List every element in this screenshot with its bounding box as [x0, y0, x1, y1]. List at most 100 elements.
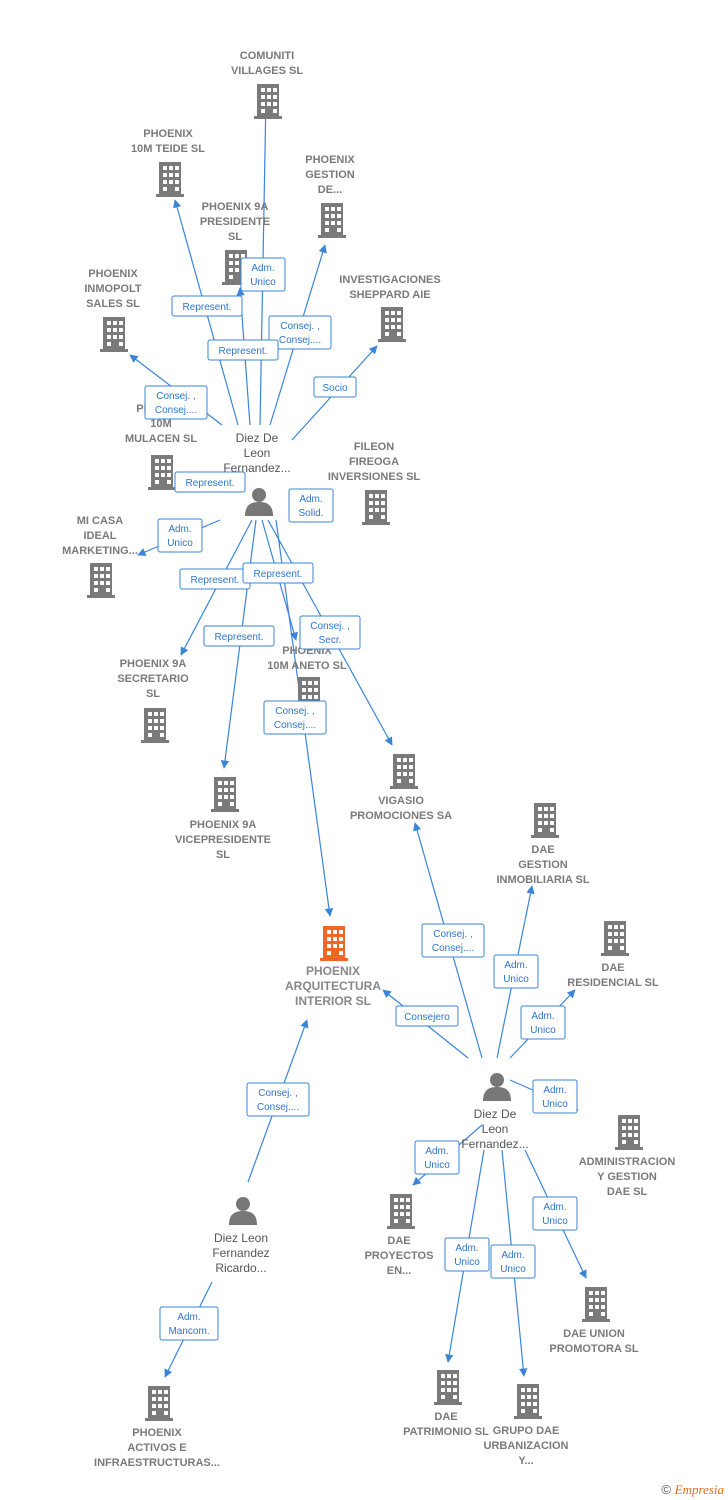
company-label-line[interactable]: INFRAESTRUCTURAS...: [94, 1457, 220, 1469]
building-icon[interactable]: [87, 563, 115, 598]
edge-label-box[interactable]: [288, 488, 334, 523]
edge-label-e_adm_mancom[interactable]: Adm.Mancom.: [159, 1306, 219, 1341]
edge-label-box[interactable]: [203, 625, 275, 647]
edge-label-box[interactable]: [421, 923, 485, 958]
edge-label-box[interactable]: [493, 954, 539, 989]
edge-label-box[interactable]: [157, 518, 203, 553]
edge-label-e_adm_unico_patrimonio[interactable]: Adm.Unico: [444, 1237, 490, 1272]
person-label-line[interactable]: Diez De: [474, 1107, 517, 1121]
company-label-line[interactable]: MULACEN SL: [125, 433, 197, 445]
company-label-line[interactable]: SL: [146, 688, 160, 700]
company-label-line[interactable]: INVERSIONES SL: [328, 471, 421, 483]
person-icon[interactable]: [245, 488, 273, 516]
building-icon[interactable]: [320, 926, 348, 961]
edge-label-e_represent_mulacen[interactable]: Represent.: [174, 471, 246, 493]
company-label-line[interactable]: DAE: [387, 1235, 410, 1247]
company-daepatrimonio[interactable]: DAE PATRIMONIO SL: [403, 1370, 489, 1438]
building-icon[interactable]: [100, 317, 128, 352]
company-label-line[interactable]: PATRIMONIO SL: [403, 1426, 489, 1438]
company-label-line[interactable]: SALES SL: [86, 298, 140, 310]
edge-label-e_consej_arq[interactable]: Consej. ,Consej....: [263, 700, 327, 735]
edge-label-box[interactable]: [532, 1079, 578, 1114]
building-icon[interactable]: [531, 803, 559, 838]
edge-label-box[interactable]: [444, 1237, 490, 1272]
company-label-line[interactable]: PHOENIX 9A: [190, 819, 257, 831]
edge-label-e_adm_unico_daeres[interactable]: Adm.Unico: [520, 1005, 566, 1040]
company-label-line[interactable]: PHOENIX: [143, 128, 193, 140]
building-icon[interactable]: [387, 1194, 415, 1229]
company-label-line[interactable]: DAE SL: [607, 1186, 648, 1198]
building-icon[interactable]: [582, 1287, 610, 1322]
building-icon[interactable]: [156, 162, 184, 197]
building-icon[interactable]: [318, 203, 346, 238]
company-teide[interactable]: PHOENIX 10M TEIDE SL: [131, 128, 205, 197]
company-label-line[interactable]: GESTION: [518, 859, 568, 871]
edge-label-box[interactable]: [395, 1005, 459, 1027]
brand-logo[interactable]: Empresia: [674, 1482, 724, 1497]
company-label-line[interactable]: PHOENIX 9A: [202, 201, 269, 213]
edge-label-box[interactable]: [414, 1140, 460, 1175]
company-label-line[interactable]: DAE: [434, 1411, 457, 1423]
edge-label-e_represent_vice[interactable]: Represent.: [203, 625, 275, 647]
company-label-line[interactable]: PROYECTOS: [365, 1250, 434, 1262]
person-label-line[interactable]: Diez De: [236, 431, 279, 445]
edge-label-box[interactable]: [242, 562, 314, 584]
edge-label-e_consej_secr_vigasio[interactable]: Consej. ,Secr.: [299, 615, 361, 650]
edge-label-e_consejero[interactable]: Consejero: [395, 1005, 459, 1027]
edge-label-e_socio[interactable]: Socio: [313, 376, 357, 398]
company-label-line[interactable]: INTERIOR SL: [295, 994, 371, 1008]
person-label-line[interactable]: Leon: [482, 1122, 509, 1136]
edge-label-e_adm_unico_daegestion[interactable]: Adm.Unico: [493, 954, 539, 989]
company-label-line[interactable]: SECRETARIO: [117, 673, 189, 685]
company-label-line[interactable]: 10M: [150, 418, 171, 430]
company-label-line[interactable]: IDEAL: [84, 530, 117, 542]
building-icon[interactable]: [434, 1370, 462, 1405]
person-label-line[interactable]: Fernandez...: [461, 1137, 528, 1151]
person-p3[interactable]: Diez LeonFernandezRicardo...: [212, 1197, 270, 1275]
company-label-line[interactable]: ACTIVOS E: [127, 1442, 186, 1454]
edge-label-box[interactable]: [246, 1082, 310, 1117]
edge-label-e_adm_unico_micasa[interactable]: Adm.Unico: [157, 518, 203, 553]
company-label-line[interactable]: PROMOCIONES SA: [350, 810, 452, 822]
building-icon[interactable]: [141, 708, 169, 743]
edge-label-box[interactable]: [532, 1196, 578, 1231]
edge-label-box[interactable]: [207, 339, 279, 361]
company-label-line[interactable]: PHOENIX: [88, 268, 138, 280]
edge-label-e_consej_vigasio2[interactable]: Consej. ,Consej....: [421, 923, 485, 958]
edge-label-e_adm_unico_grupo[interactable]: Adm.Unico: [490, 1244, 536, 1279]
company-label-line[interactable]: FILEON: [354, 441, 394, 453]
company-label-line[interactable]: VILLAGES SL: [231, 65, 303, 77]
company-label-line[interactable]: INMOBILIARIA SL: [496, 874, 589, 886]
company-label-line[interactable]: 10M TEIDE SL: [131, 143, 205, 155]
company-label-line[interactable]: MARKETING...: [62, 545, 138, 557]
edge-label-e_adm_unico_proyectos[interactable]: Adm.Unico: [414, 1140, 460, 1175]
company-label-line[interactable]: SL: [228, 231, 242, 243]
edge-label-e_adm_unico_admgestion[interactable]: Adm.Unico: [532, 1079, 578, 1114]
building-icon[interactable]: [211, 777, 239, 812]
company-gestion[interactable]: PHOENIXGESTIONDE...: [305, 154, 355, 238]
company-label-line[interactable]: Y GESTION: [597, 1171, 657, 1183]
company-label-line[interactable]: PHOENIX: [305, 154, 355, 166]
building-icon[interactable]: [378, 307, 406, 342]
person-label-line[interactable]: Ricardo...: [215, 1261, 266, 1275]
building-icon[interactable]: [254, 84, 282, 119]
building-icon[interactable]: [601, 921, 629, 956]
company-label-line[interactable]: SHEPPARD AIE: [349, 289, 430, 301]
person-label-line[interactable]: Leon: [244, 446, 271, 460]
person-p1[interactable]: Diez DeLeonFernandez...: [223, 431, 291, 516]
company-daeproyectos[interactable]: DAEPROYECTOSEN...: [365, 1194, 434, 1277]
company-grupodae[interactable]: GRUPO DAEURBANIZACIONY...: [484, 1384, 569, 1467]
company-label-line[interactable]: PHOENIX: [306, 964, 360, 978]
